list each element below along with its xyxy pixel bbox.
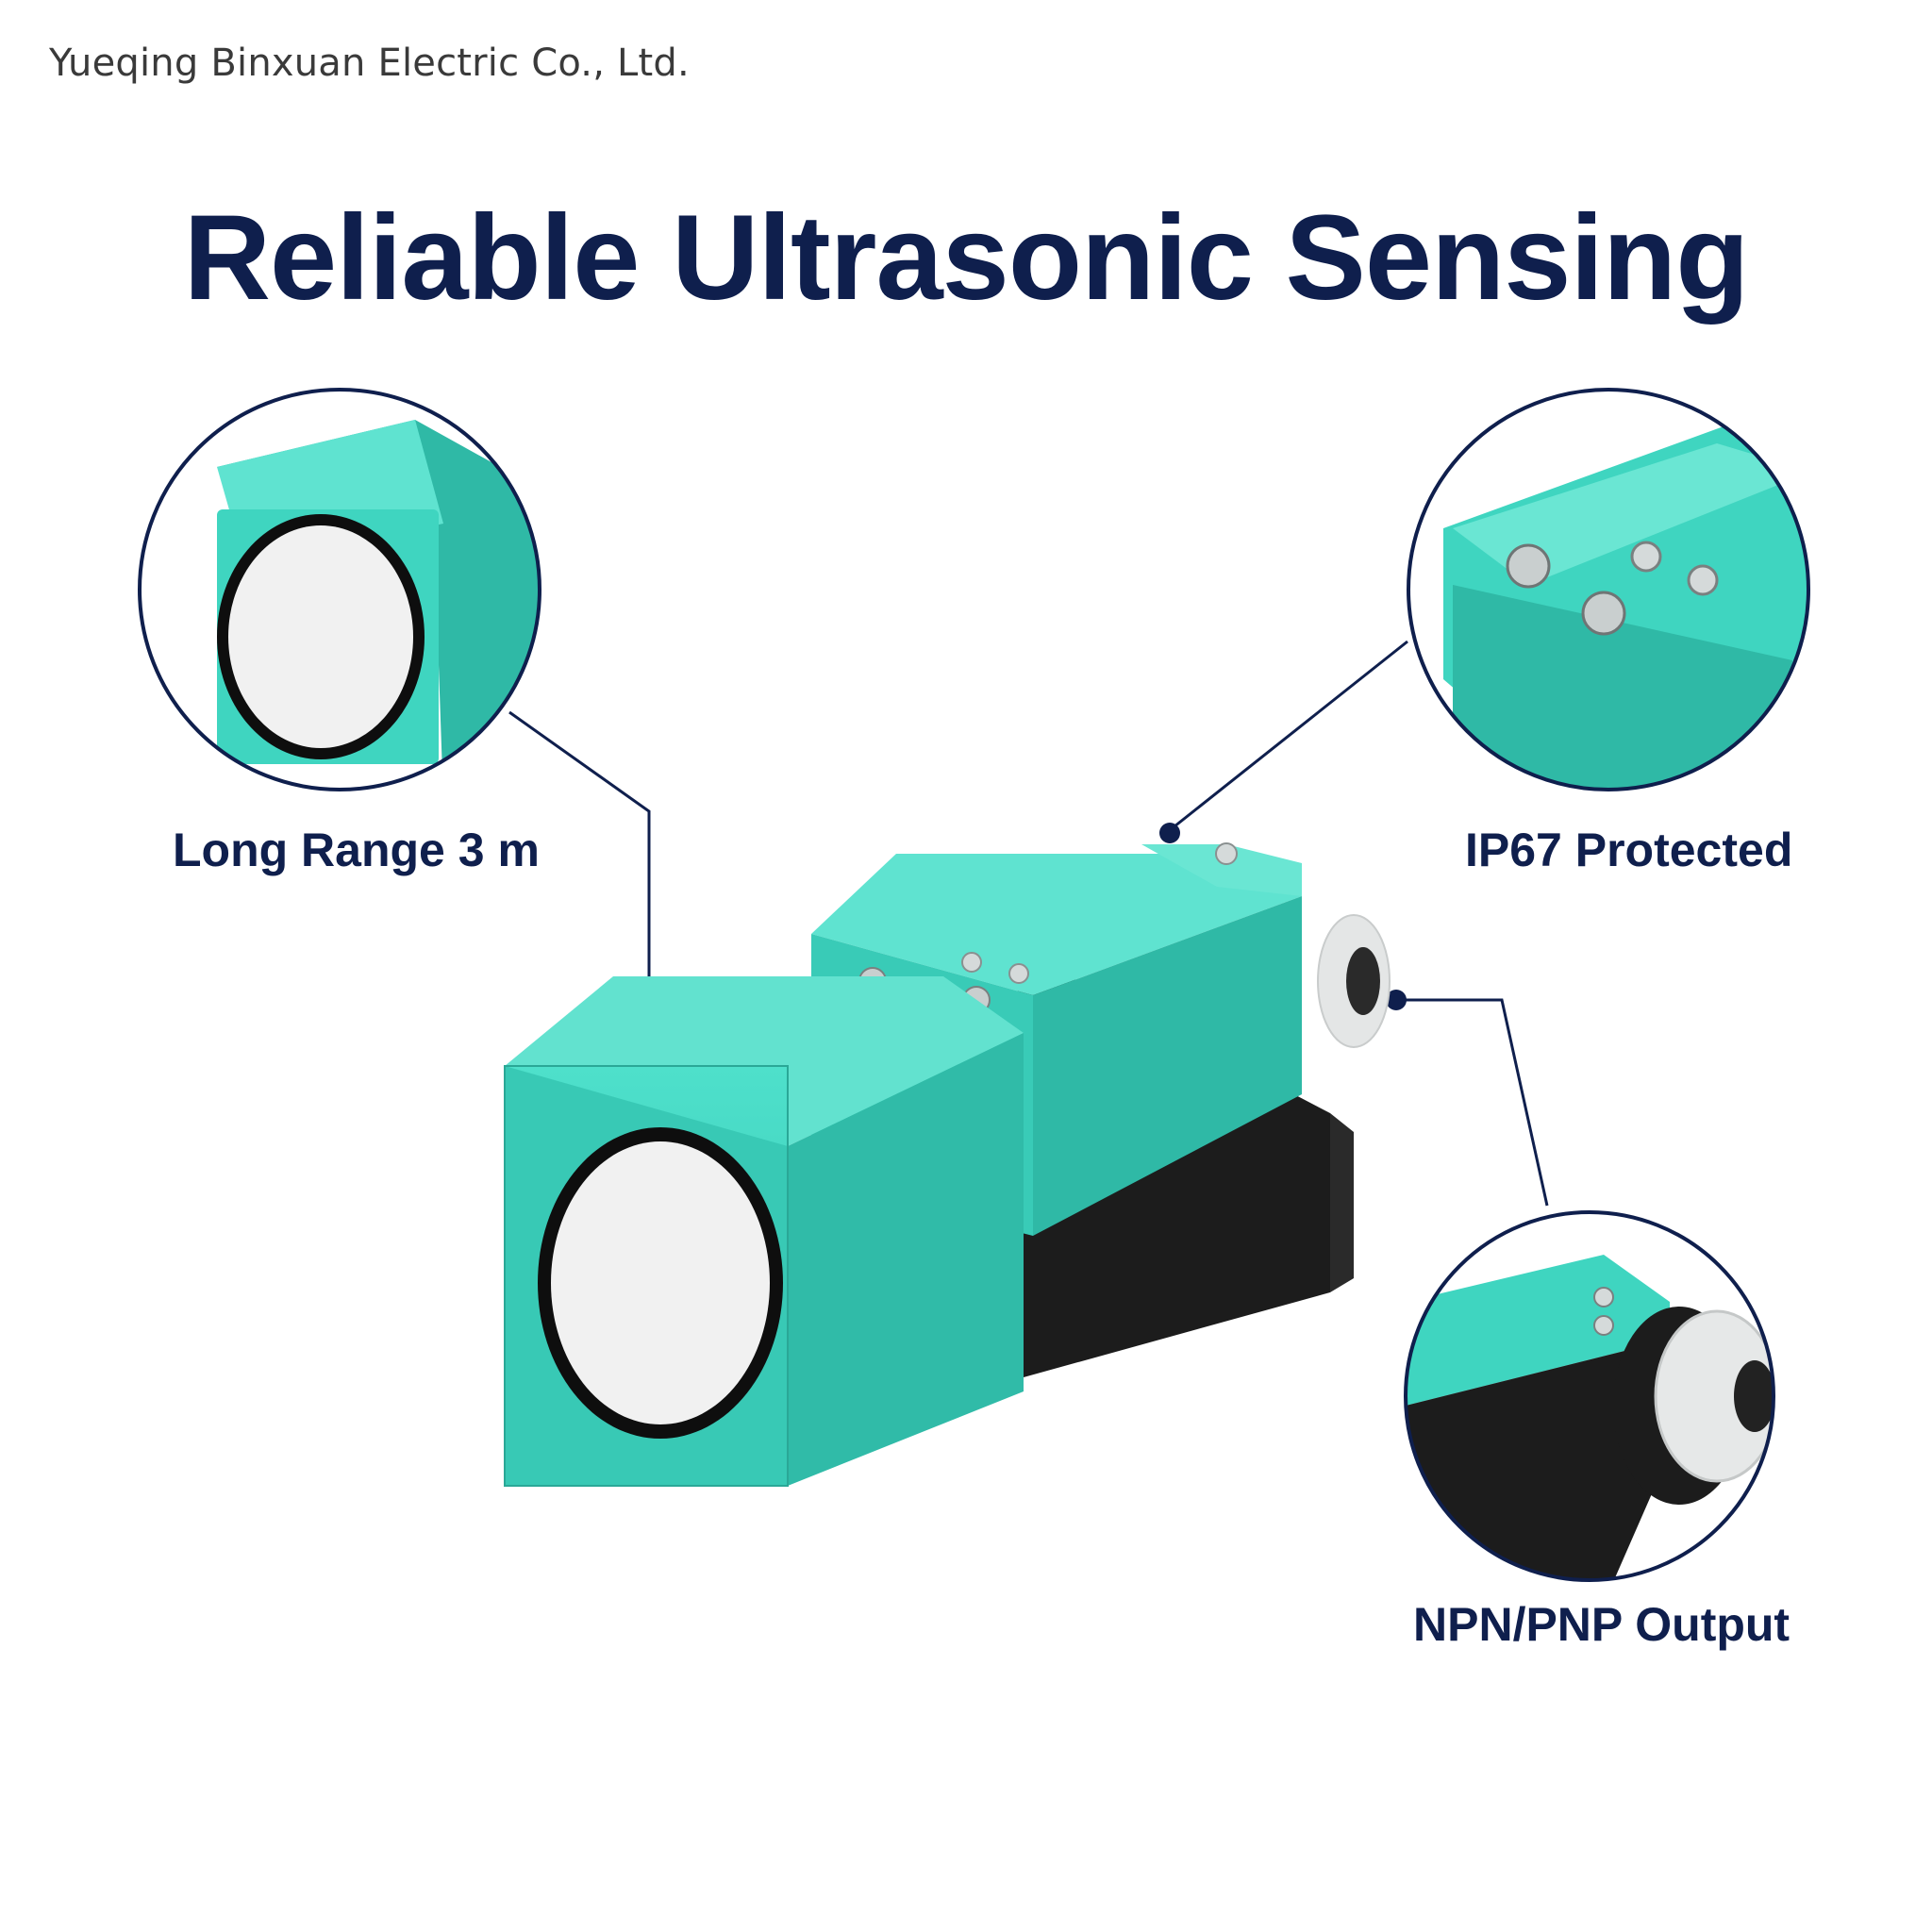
transducer-face	[538, 1127, 783, 1439]
detail-front-face	[138, 388, 541, 791]
company-name: Yueqing Binxuan Electric Co., Ltd.	[49, 42, 690, 85]
detail-cable-gland	[1404, 1210, 1775, 1582]
feature-label-range: Long Range 3 m	[173, 824, 540, 876]
detail-terminals	[1407, 388, 1810, 791]
cable-gland	[1317, 914, 1391, 1048]
feature-label-protection: IP67 Protected	[1465, 824, 1793, 876]
callout-dot-output	[1386, 990, 1407, 1010]
page-title: Reliable Ultrasonic Sensing	[183, 191, 1750, 325]
feature-label-output: NPN/PNP Output	[1413, 1598, 1790, 1651]
ultrasonic-sensor	[504, 842, 1391, 1487]
callout-dot-protection	[1159, 823, 1180, 843]
